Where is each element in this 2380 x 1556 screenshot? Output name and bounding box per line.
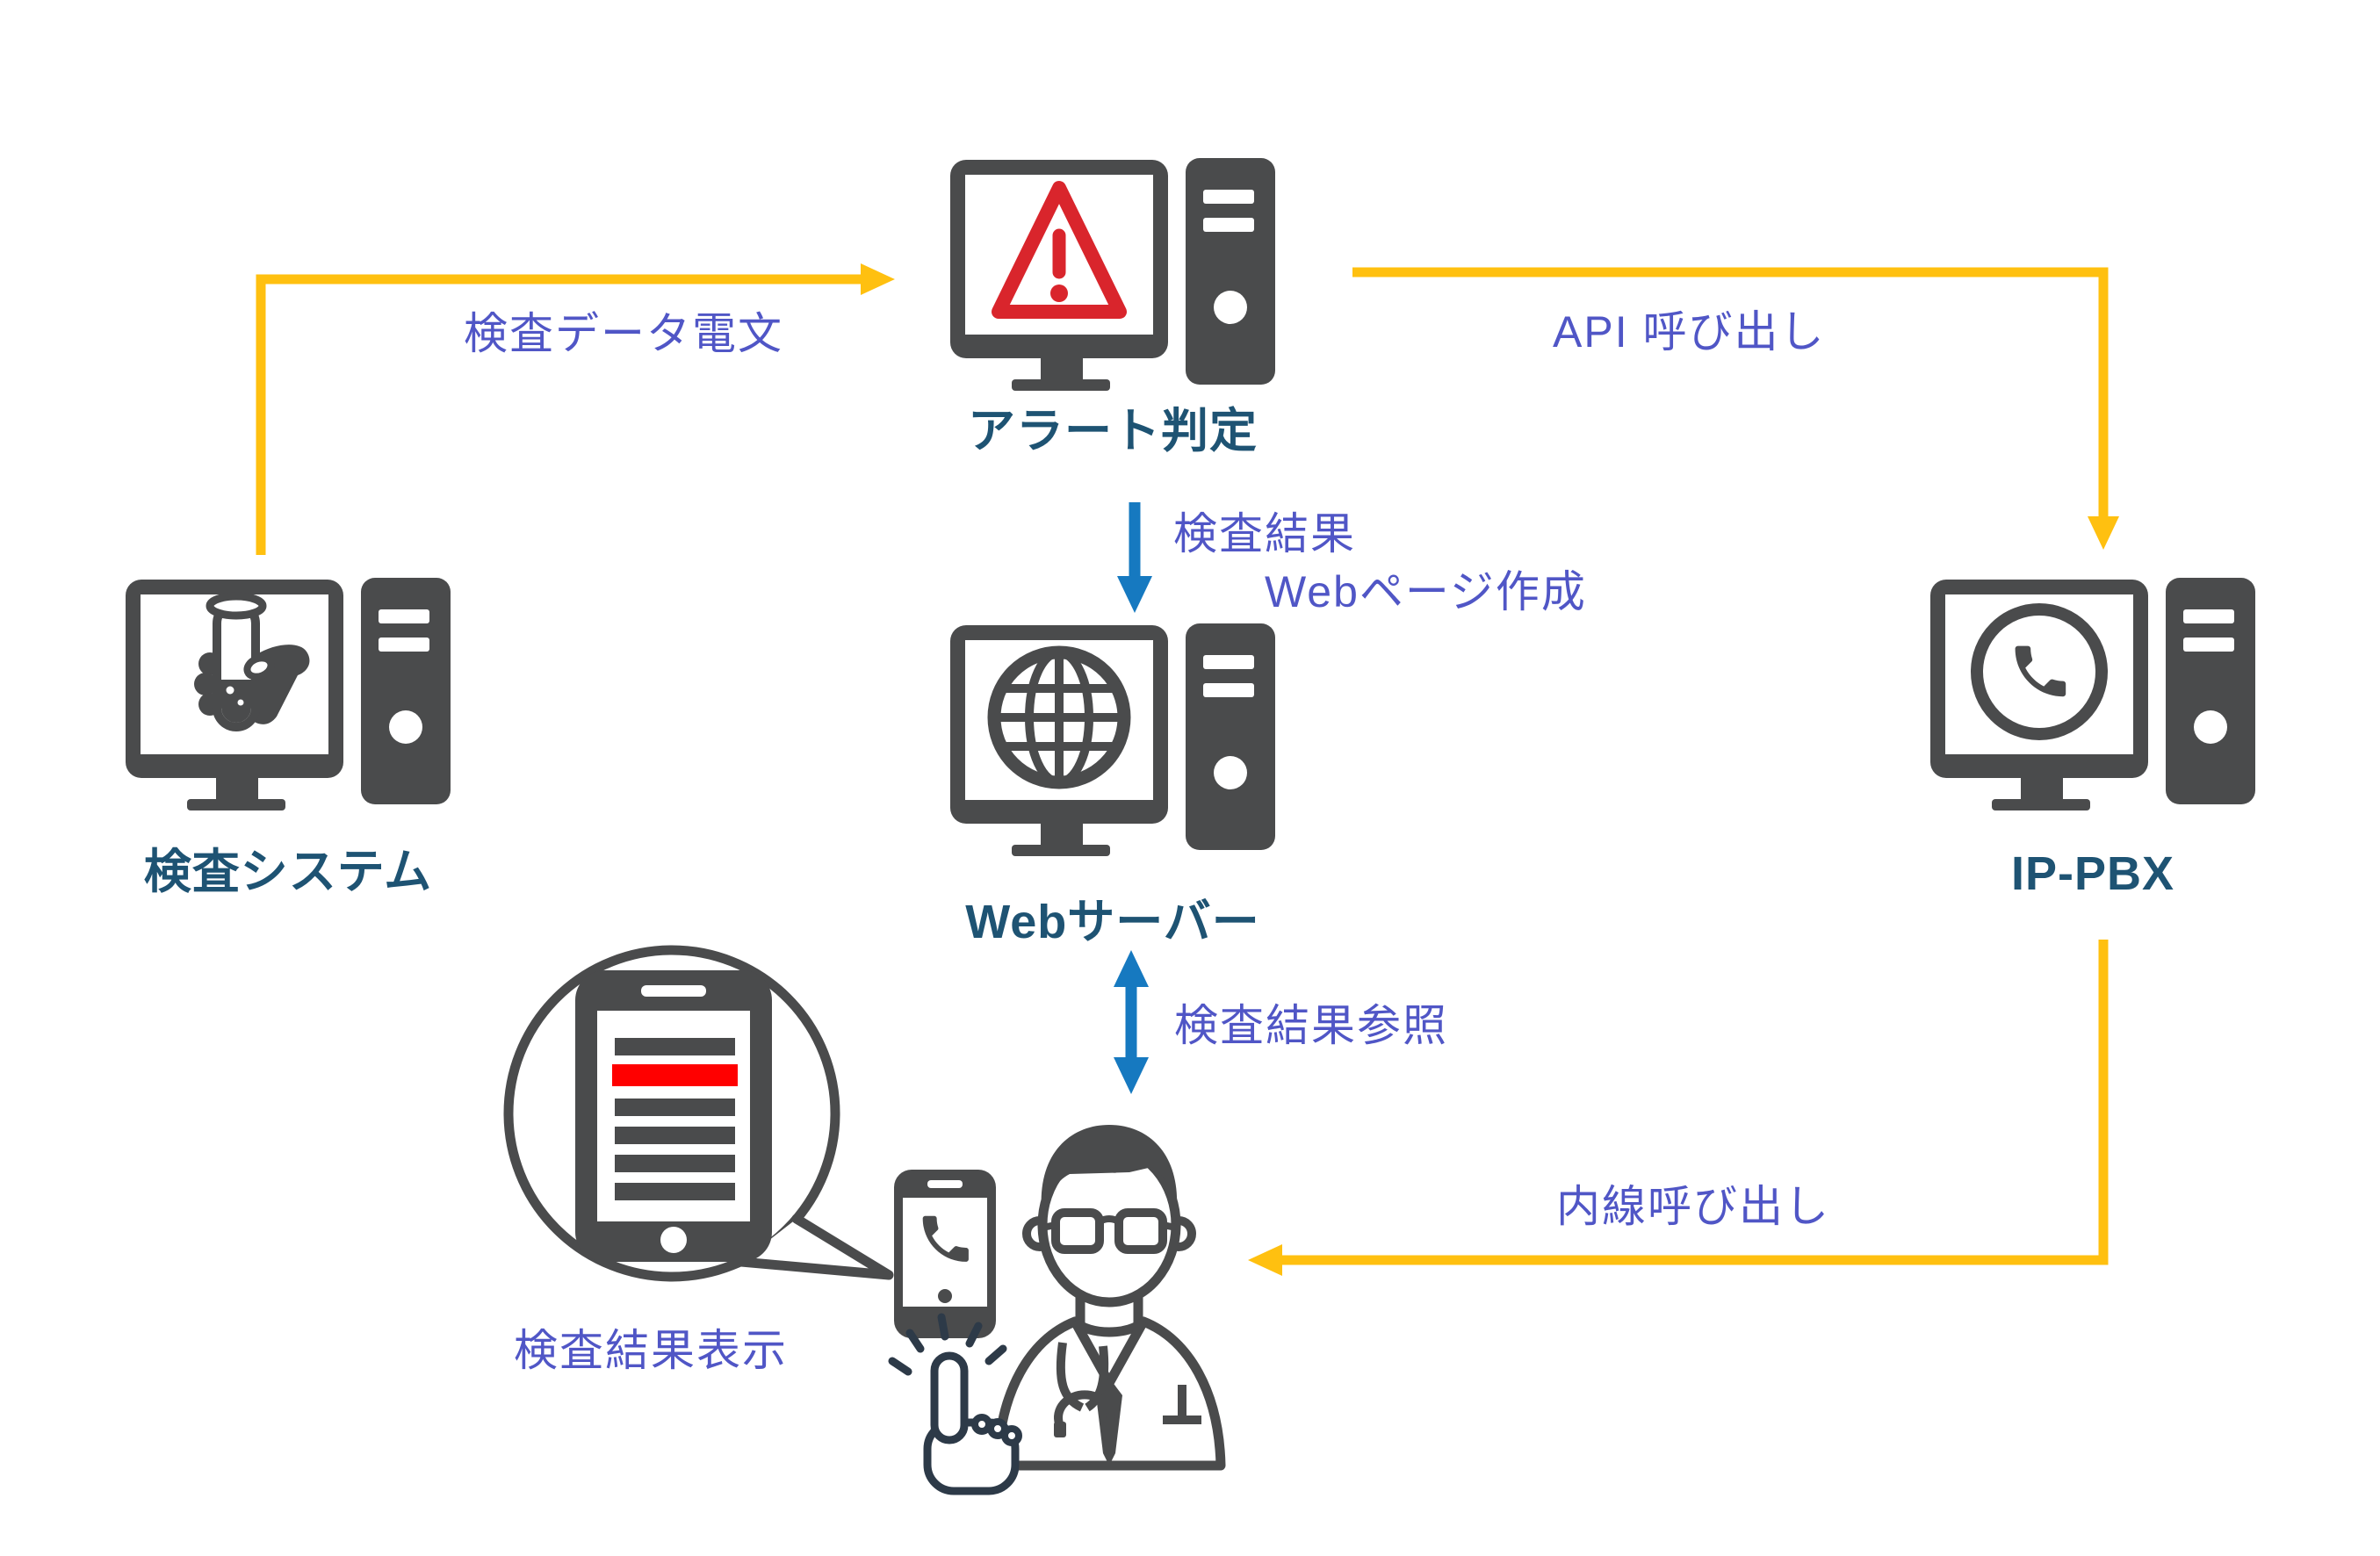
computer-body [1930,578,2255,810]
alert-highlight-row [612,1064,738,1086]
tap-burst-lines [888,1313,1007,1376]
alert-computer-icon [950,158,1275,391]
node-label-alert-judgement: アラート判定 [968,405,1258,457]
node-label-ip-pbx: IP-PBX [2010,847,2175,900]
flow-label-web-page-create-line1: 検査結果 [1173,509,1356,558]
doctor-body [992,1125,1226,1471]
globe-icon [987,645,1131,789]
glasses-icon [1042,1208,1177,1254]
tap-finger-icon [888,1313,1022,1495]
doctor-icon [992,1125,1226,1471]
flow-label-result-reference: 検査結果参照 [1174,1001,1448,1050]
smartphone-call-icon [894,1170,996,1338]
speech-bubble-tail [736,1214,894,1280]
warning-triangle-icon [992,181,1127,319]
arrow-extension-call [1248,940,2109,1276]
arrow-api-call [1352,267,2119,550]
stethoscope-icon [1054,1342,1115,1437]
phone-handset-circle-icon [1971,603,2108,740]
node-label-result-display: 検査結果表示 [514,1326,788,1375]
computer-body [950,158,1275,391]
arrow-result-reference [1114,950,1149,1094]
flow-label-api-call: API 呼び出し [1553,307,1826,357]
coat-pocket-ruler [1163,1385,1201,1424]
ip-pbx-computer-icon [1930,578,2255,810]
smartphone-result-list-icon [575,970,772,1262]
flow-label-test-data-message: 検査データ電文 [464,309,783,358]
flow-label-web-page-create-line2: Webページ作成 [1265,567,1587,616]
web-server-computer-icon [950,623,1275,856]
arrow-test-data-message [256,263,895,555]
test-tube-in-hand-icon [194,592,310,731]
node-label-inspection-system: 検査システム [143,846,433,898]
inspection-computer-icon [126,578,451,810]
node-label-web-server: Webサーバー [965,896,1260,948]
result-speech-bubble-icon [503,945,894,1282]
flow-label-extension-call: 内線呼び出し [1556,1182,1830,1231]
arrow-web-page-create [1117,502,1152,613]
doctor-hair [1041,1125,1178,1220]
